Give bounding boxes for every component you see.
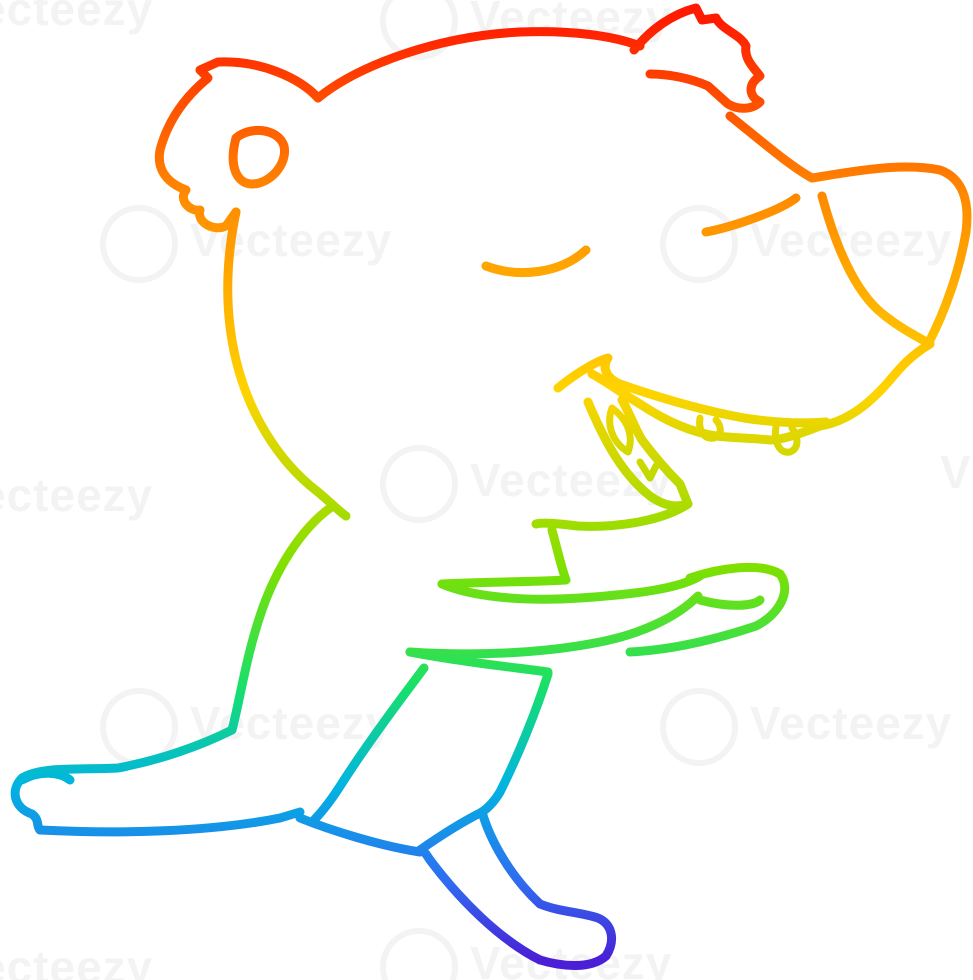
mouth-cavity [583, 395, 693, 511]
front-leg-outer [477, 669, 553, 817]
front-foot-bottom [415, 845, 545, 965]
paw [625, 562, 790, 657]
mouth-top [553, 353, 831, 428]
arm [437, 571, 705, 604]
lower-jaw [587, 369, 895, 445]
snout-top [725, 111, 972, 349]
front-leg-inner [309, 663, 429, 825]
back [223, 207, 351, 521]
tooth-upper-1 [606, 404, 634, 456]
left-eye [481, 245, 591, 278]
belly [405, 647, 553, 677]
back-lower [227, 503, 335, 735]
arm-lower [405, 591, 703, 659]
front-foot-top [477, 807, 617, 970]
right-eye [701, 193, 801, 237]
arm-upper [437, 525, 571, 589]
back-leg-bottom [35, 807, 305, 837]
snout-front [817, 191, 935, 385]
back-leg-thigh [10, 725, 237, 835]
left-inner-ear [228, 125, 289, 189]
tooth-lower-1 [636, 458, 660, 482]
front-leg-knee [415, 807, 487, 855]
back-leg-heel [17, 768, 75, 785]
left-ear [154, 57, 323, 233]
neck [531, 499, 693, 531]
paw-finger [695, 595, 765, 610]
tooth-upper-3 [772, 422, 801, 456]
tooth-upper-2 [696, 414, 724, 442]
front-leg-shin [295, 813, 425, 857]
right-ear [629, 3, 765, 113]
head-top [313, 27, 645, 103]
